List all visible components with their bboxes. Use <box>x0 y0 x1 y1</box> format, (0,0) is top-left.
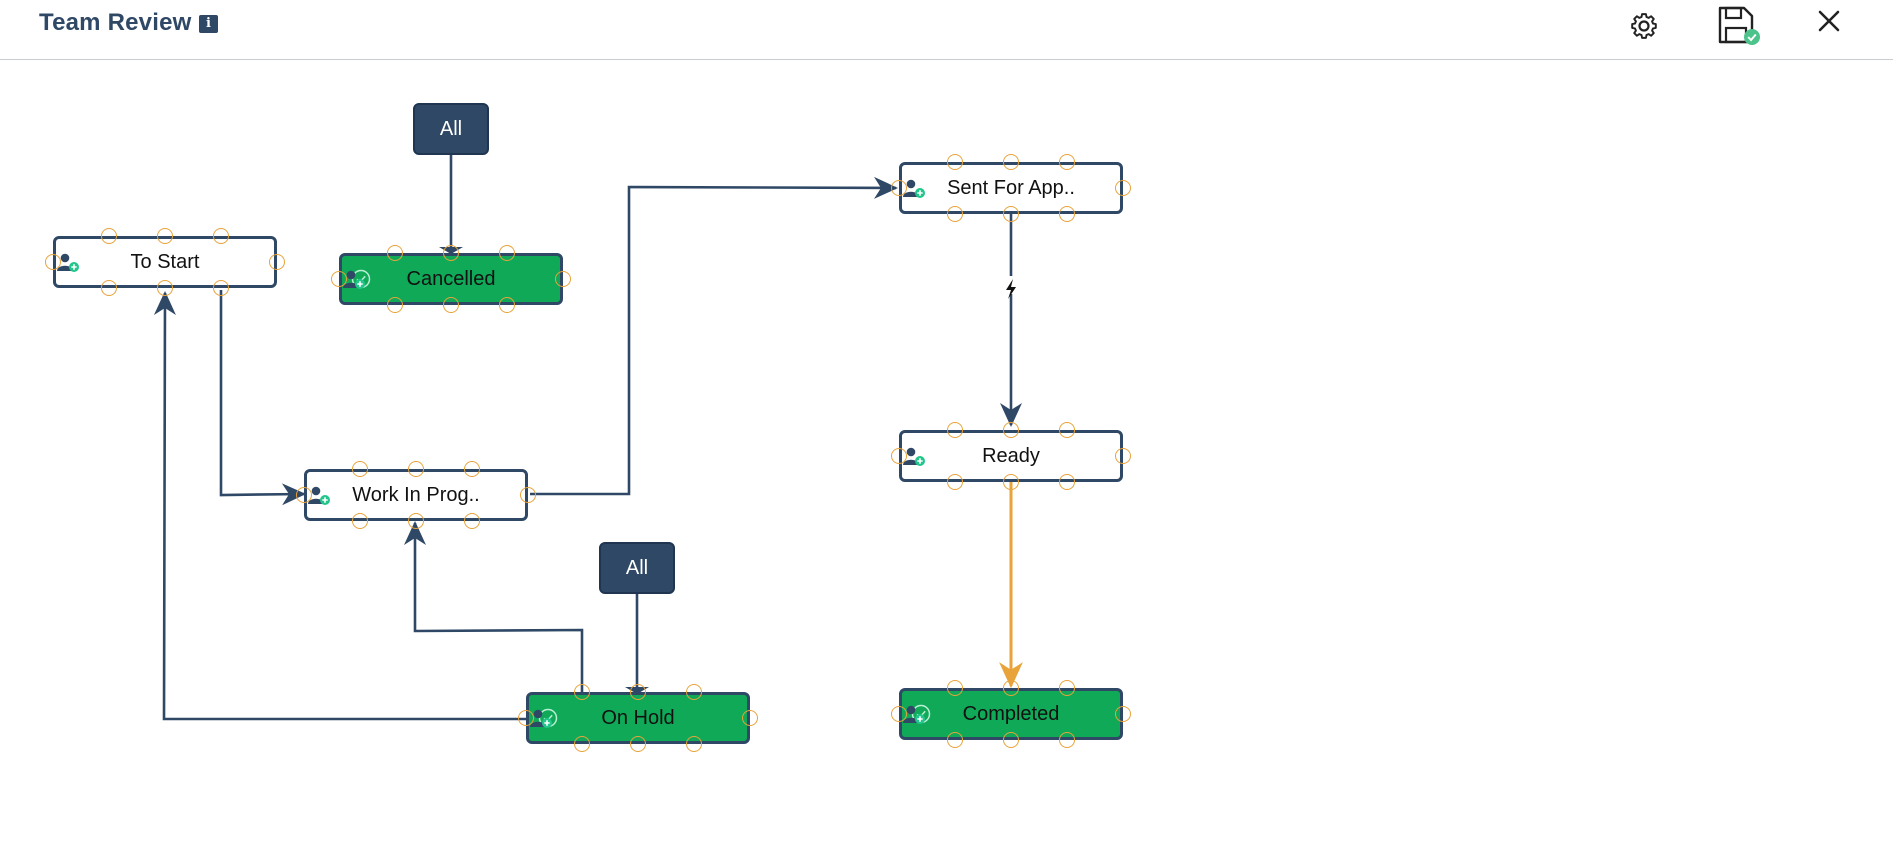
connection-port[interactable] <box>1003 422 1019 438</box>
state-completed[interactable]: Completed <box>891 680 1131 748</box>
add-user-icon[interactable] <box>902 177 926 201</box>
connection-port[interactable] <box>101 228 117 244</box>
connection-port[interactable] <box>101 280 117 296</box>
edge-on-hold-to-wip <box>404 521 584 692</box>
all-node-label: All <box>625 556 649 579</box>
connection-port[interactable] <box>518 710 534 726</box>
state-ready[interactable]: Ready <box>891 422 1131 490</box>
connection-port[interactable] <box>1059 206 1075 222</box>
info-icon[interactable]: i <box>199 15 218 33</box>
workflow-canvas[interactable]: All All To Start Cancelled Work In Prog.… <box>0 61 1893 846</box>
close-icon <box>1818 10 1840 32</box>
connection-port[interactable] <box>686 684 702 700</box>
state-label: Cancelled <box>406 267 496 290</box>
connection-port[interactable] <box>331 271 347 287</box>
connection-port[interactable] <box>45 254 61 270</box>
connection-port[interactable] <box>213 228 229 244</box>
state-cancelled[interactable]: Cancelled <box>331 245 571 313</box>
connection-port[interactable] <box>213 280 229 296</box>
state-label: Ready <box>982 444 1040 467</box>
connection-port[interactable] <box>742 710 758 726</box>
workflow-edges <box>153 154 1023 721</box>
add-user-icon[interactable] <box>56 251 80 275</box>
state-work-in-progress[interactable]: Work In Prog.. <box>296 461 536 529</box>
connection-port[interactable] <box>1059 422 1075 438</box>
connection-port[interactable] <box>555 271 571 287</box>
connection-port[interactable] <box>387 297 403 313</box>
connection-port[interactable] <box>1059 474 1075 490</box>
close-button[interactable] <box>1808 4 1852 48</box>
connection-port[interactable] <box>947 422 963 438</box>
connection-port[interactable] <box>499 297 515 313</box>
edge-wip-to-sent <box>530 176 898 496</box>
connection-port[interactable] <box>408 461 424 477</box>
connection-port[interactable] <box>464 513 480 529</box>
connection-port[interactable] <box>630 736 646 752</box>
connection-port[interactable] <box>520 487 536 503</box>
connection-port[interactable] <box>1115 180 1131 196</box>
connection-port[interactable] <box>574 684 590 700</box>
connection-port[interactable] <box>1115 448 1131 464</box>
connection-port[interactable] <box>947 732 963 748</box>
state-label: Sent For App.. <box>947 176 1075 199</box>
state-to-start[interactable]: To Start <box>45 228 285 296</box>
connection-port[interactable] <box>464 461 480 477</box>
connection-port[interactable] <box>499 245 515 261</box>
connection-port[interactable] <box>269 254 285 270</box>
connection-port[interactable] <box>1003 732 1019 748</box>
add-user-icon[interactable] <box>342 268 366 292</box>
add-user-icon[interactable] <box>902 445 926 469</box>
edge-to-start-to-wip <box>219 290 306 506</box>
connection-port[interactable] <box>574 736 590 752</box>
connection-port[interactable] <box>1003 206 1019 222</box>
connection-port[interactable] <box>1115 706 1131 722</box>
gear-icon <box>1631 13 1657 39</box>
save-button[interactable] <box>1714 4 1760 48</box>
connection-port[interactable] <box>387 245 403 261</box>
connection-port[interactable] <box>296 487 312 503</box>
connection-port[interactable] <box>443 297 459 313</box>
add-user-icon[interactable] <box>307 484 331 508</box>
connection-port[interactable] <box>686 736 702 752</box>
save-icon <box>1718 6 1760 45</box>
connection-port[interactable] <box>157 280 173 296</box>
all-node-label: All <box>439 117 463 140</box>
connection-port[interactable] <box>891 180 907 196</box>
connection-port[interactable] <box>408 513 424 529</box>
connection-port[interactable] <box>352 513 368 529</box>
state-sent-for-approval[interactable]: Sent For App.. <box>891 154 1131 222</box>
connection-port[interactable] <box>352 461 368 477</box>
connection-port[interactable] <box>443 245 459 261</box>
state-label: To Start <box>130 250 200 273</box>
state-label: Completed <box>962 702 1060 725</box>
connection-port[interactable] <box>1003 154 1019 170</box>
lightning-icon <box>1006 279 1016 299</box>
connection-port[interactable] <box>1059 732 1075 748</box>
connection-port[interactable] <box>630 684 646 700</box>
add-user-icon[interactable] <box>902 703 926 727</box>
state-on-hold[interactable]: On Hold <box>518 684 758 752</box>
state-label: Work In Prog.. <box>352 483 480 506</box>
connection-port[interactable] <box>1003 474 1019 490</box>
all-node-on-hold[interactable]: All <box>599 542 675 594</box>
connection-port[interactable] <box>947 154 963 170</box>
connection-port[interactable] <box>947 206 963 222</box>
page-title: Team Review <box>39 9 192 36</box>
settings-button[interactable] <box>1622 4 1666 48</box>
connection-port[interactable] <box>891 706 907 722</box>
state-label: On Hold <box>601 706 675 729</box>
connection-port[interactable] <box>947 680 963 696</box>
connection-port[interactable] <box>1059 680 1075 696</box>
connection-port[interactable] <box>947 474 963 490</box>
connection-port[interactable] <box>891 448 907 464</box>
add-user-icon[interactable] <box>529 707 553 731</box>
all-node-cancelled[interactable]: All <box>413 103 489 155</box>
edge-on-hold-to-to-start <box>153 291 528 721</box>
connection-port[interactable] <box>1003 680 1019 696</box>
connection-port[interactable] <box>1059 154 1075 170</box>
header-bar: Team Review i <box>0 0 1893 60</box>
connection-port[interactable] <box>157 228 173 244</box>
